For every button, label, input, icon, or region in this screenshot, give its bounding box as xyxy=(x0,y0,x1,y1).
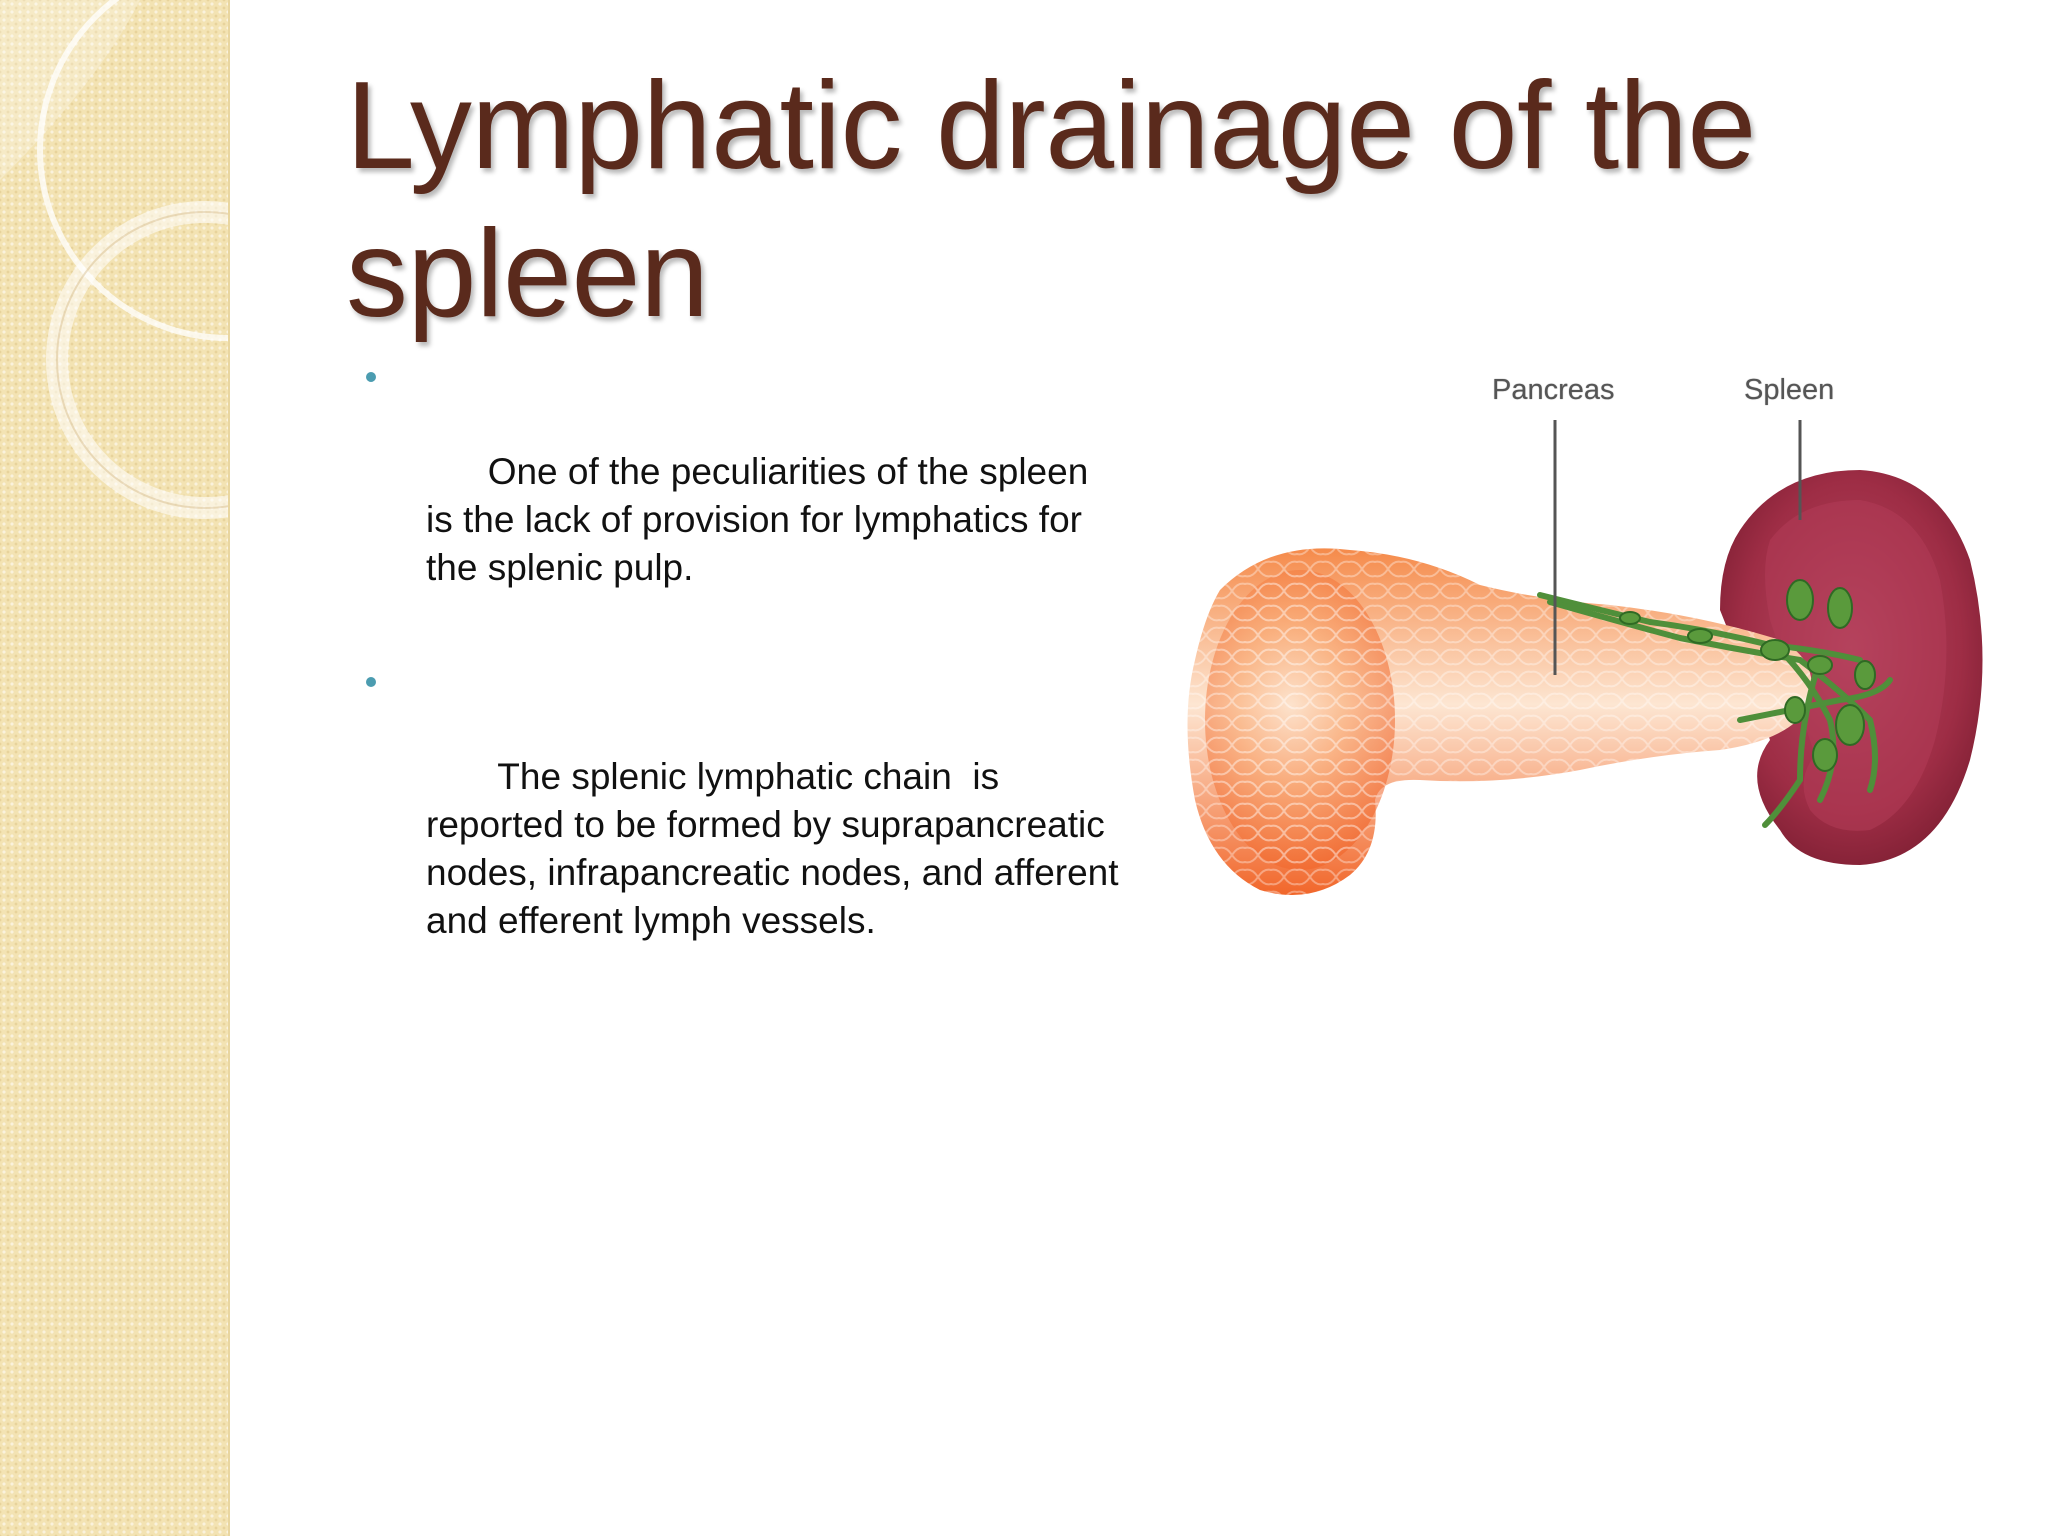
pancreas-spleen-illustration: Pancreas Spleen xyxy=(1180,360,2020,920)
decorative-rings xyxy=(0,0,228,519)
bullet-text: One of the peculiarities of the spleen i… xyxy=(426,451,1099,588)
decorative-side-band xyxy=(0,0,230,1536)
bullet-item: One of the peculiarities of the spleen i… xyxy=(360,352,1120,640)
pancreas-label: Pancreas xyxy=(1492,374,1615,406)
bullet-item: The splenic lymphatic chain is reported … xyxy=(360,657,1120,993)
organ-drawing xyxy=(1187,420,1983,895)
bullet-icon xyxy=(366,372,376,382)
bullet-text: The splenic lymphatic chain is reported … xyxy=(426,756,1129,941)
spleen-label: Spleen xyxy=(1744,374,1835,406)
pancreas-shape xyxy=(1187,548,1812,895)
slide-title: Lymphatic drainage of the spleen xyxy=(346,57,1756,343)
spleen-shape xyxy=(1720,470,1983,865)
bullet-icon xyxy=(366,677,376,687)
bullet-list: One of the peculiarities of the spleen i… xyxy=(360,352,1120,1010)
lymph-nodes xyxy=(1619,579,1876,772)
